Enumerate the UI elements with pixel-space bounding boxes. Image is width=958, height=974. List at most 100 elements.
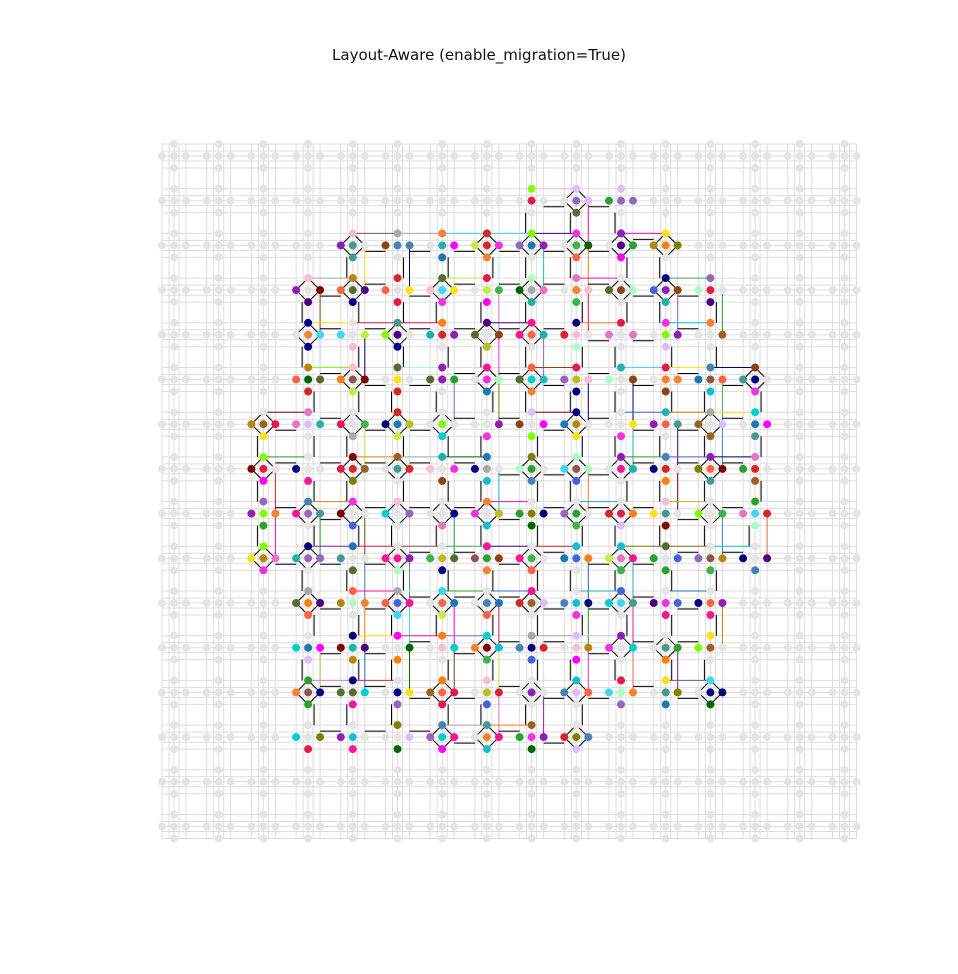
- qubit-node-active: [572, 432, 581, 441]
- qubit-node-inactive: [348, 834, 357, 843]
- qubit-node-active: [617, 509, 625, 518]
- qubit-node-inactive: [840, 631, 849, 640]
- qubit-node-active: [482, 587, 491, 595]
- qubit-node-inactive: [170, 700, 178, 709]
- qubit-node-active: [438, 318, 447, 327]
- qubit-node-inactive: [617, 834, 625, 843]
- qubit-node-inactive: [739, 196, 748, 205]
- qubit-node-active: [572, 688, 581, 697]
- qubit-node-active: [617, 286, 625, 295]
- qubit-node-active: [304, 745, 313, 754]
- qubit-node-active: [572, 643, 581, 652]
- qubit-node-inactive: [450, 777, 459, 786]
- qubit-node-inactive: [617, 810, 625, 819]
- qubit-node-active: [661, 599, 670, 607]
- qubit-node-active: [304, 318, 313, 327]
- qubit-node-active: [393, 611, 402, 619]
- qubit-node-active: [482, 408, 491, 417]
- qubit-node-active: [527, 184, 536, 193]
- qubit-node-inactive: [840, 765, 849, 774]
- qubit-node-active: [405, 286, 414, 295]
- qubit-node-inactive: [751, 810, 760, 819]
- qubit-node-active: [694, 420, 703, 429]
- qubit-node-active: [470, 688, 479, 697]
- qubit-node-inactive: [259, 789, 268, 798]
- qubit-node-inactive: [706, 721, 715, 730]
- qubit-node-inactive: [202, 733, 211, 742]
- qubit-node-active: [259, 521, 268, 530]
- qubit-node-inactive: [527, 140, 536, 148]
- qubit-node-active: [572, 318, 581, 327]
- qubit-node-inactive: [751, 196, 760, 205]
- qubit-node-active: [560, 643, 569, 652]
- qubit-node-active: [405, 241, 414, 250]
- qubit-node-inactive: [718, 822, 727, 831]
- qubit-node-active: [515, 196, 524, 205]
- qubit-node-inactive: [852, 330, 861, 339]
- qubit-node-inactive: [763, 822, 772, 831]
- qubit-node-inactive: [617, 152, 625, 160]
- qubit-node-inactive: [405, 822, 414, 831]
- qubit-node-inactive: [617, 745, 625, 754]
- qubit-node-inactive: [795, 655, 804, 664]
- qubit-node-inactive: [795, 342, 804, 351]
- qubit-node-active: [482, 229, 491, 238]
- qubit-node-inactive: [840, 777, 849, 786]
- qubit-node-inactive: [807, 330, 816, 339]
- qubit-node-active: [381, 241, 390, 250]
- qubit-node-inactive: [718, 241, 727, 250]
- qubit-node-active: [617, 432, 625, 441]
- qubit-node-active: [673, 599, 682, 607]
- qubit-node-inactive: [852, 464, 861, 473]
- qubit-node-active: [393, 330, 402, 339]
- qubit-node-active: [482, 342, 491, 351]
- qubit-node-inactive: [316, 152, 325, 160]
- qubit-node-active: [393, 274, 402, 283]
- qubit-node-active: [763, 554, 772, 563]
- qubit-node-active: [539, 733, 548, 742]
- qubit-node-inactive: [828, 643, 837, 652]
- qubit-node-active: [605, 196, 613, 205]
- qubit-node-active: [572, 497, 581, 506]
- qubit-node-active: [694, 599, 703, 607]
- qubit-node-active: [572, 655, 581, 664]
- qubit-node-active: [292, 688, 301, 697]
- qubit-node-active: [348, 676, 357, 685]
- qubit-node-inactive: [673, 733, 682, 742]
- qubit-node-inactive: [795, 298, 804, 307]
- qubit-node-inactive: [426, 152, 435, 160]
- qubit-node-inactive: [393, 834, 402, 843]
- qubit-node-active: [426, 241, 435, 250]
- qubit-node-inactive: [158, 286, 166, 295]
- qubit-node-active: [751, 363, 760, 372]
- qubit-node-active: [316, 286, 325, 295]
- qubit-node-inactive: [170, 208, 178, 217]
- qubit-node-inactive: [259, 655, 268, 664]
- qubit-node-active: [572, 298, 581, 307]
- qubit-node-active: [450, 554, 459, 563]
- qubit-node-active: [649, 554, 658, 563]
- qubit-node-inactive: [170, 497, 178, 506]
- qubit-node-active: [304, 387, 313, 396]
- qubit-node-inactive: [795, 509, 804, 518]
- qubit-node-inactive: [840, 676, 849, 685]
- qubit-node-inactive: [795, 253, 804, 262]
- qubit-node-inactive: [482, 822, 491, 831]
- qubit-node-inactive: [795, 611, 804, 619]
- qubit-node-active: [450, 330, 459, 339]
- qubit-node-active: [560, 554, 569, 563]
- qubit-node-inactive: [795, 140, 804, 148]
- qubit-node-active: [393, 631, 402, 640]
- qubit-node-inactive: [560, 822, 569, 831]
- qubit-node-active: [360, 330, 369, 339]
- qubit-node-active: [584, 464, 593, 473]
- qubit-node-active: [617, 542, 625, 551]
- qubit-node-active: [450, 375, 459, 384]
- qubit-node-inactive: [795, 330, 804, 339]
- qubit-node-inactive: [852, 599, 861, 607]
- qubit-node-inactive: [807, 554, 816, 563]
- qubit-node-active: [527, 318, 536, 327]
- qubit-node-active: [629, 599, 637, 607]
- qubit-node-inactive: [470, 822, 479, 831]
- qubit-node-active: [572, 229, 581, 238]
